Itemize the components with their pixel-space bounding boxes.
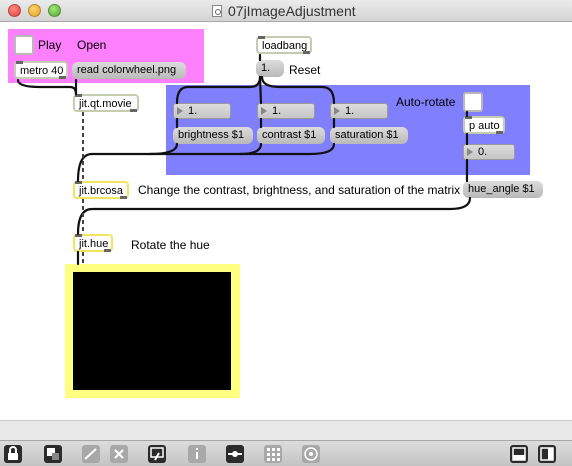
horizontal-scrollbar[interactable] (0, 420, 572, 440)
document-icon (212, 5, 222, 17)
window-titlebar: 07jImageAdjustment (0, 0, 572, 22)
zoom-window-button[interactable] (48, 4, 61, 17)
hue-comment: Rotate the hue (131, 238, 210, 252)
clue-icon[interactable] (302, 445, 320, 463)
contrast-message[interactable]: contrast $1 (257, 127, 325, 144)
patch-cords-icon[interactable] (82, 445, 100, 463)
hue-number[interactable]: 0. (463, 144, 515, 160)
autorotate-toggle[interactable] (463, 92, 483, 112)
p-auto-object[interactable]: p auto (463, 116, 505, 134)
close-x-icon[interactable] (110, 445, 128, 463)
window-title: 07jImageAdjustment (228, 3, 356, 19)
presentation-icon[interactable] (44, 445, 62, 463)
lock-icon[interactable] (4, 445, 22, 463)
saturation-number[interactable]: 1. (330, 103, 388, 119)
object-icon[interactable] (226, 445, 244, 463)
contrast-number[interactable]: 1. (257, 103, 315, 119)
reset-message[interactable]: 1. (256, 60, 284, 77)
brightness-number[interactable]: 1. (173, 103, 231, 119)
edit-icon[interactable] (148, 445, 166, 463)
inspector-icon[interactable] (188, 445, 206, 463)
autorotate-label: Auto-rotate (396, 95, 456, 109)
metro-object[interactable]: metro 40 (14, 61, 68, 79)
brightness-message[interactable]: brightness $1 (173, 127, 253, 144)
reset-label: Reset (289, 63, 321, 77)
saturation-message[interactable]: saturation $1 (330, 127, 408, 144)
jit-pwindow-display[interactable] (65, 264, 240, 398)
jit-hue-object[interactable]: jit.hue (73, 234, 113, 252)
hue-angle-message[interactable]: hue_angle $1 (463, 181, 543, 198)
brcosa-comment: Change the contrast, brightness, and sat… (138, 183, 461, 197)
close-window-button[interactable] (8, 4, 21, 17)
play-label: Play (38, 38, 62, 52)
read-message[interactable]: read colorwheel.png (72, 62, 186, 79)
console-icon[interactable] (510, 445, 528, 463)
open-label: Open (77, 38, 107, 52)
video-display-screen (73, 272, 231, 390)
grid-icon[interactable] (264, 445, 282, 463)
jit-brcosa-object[interactable]: jit.brcosa (73, 181, 129, 199)
play-toggle[interactable] (14, 35, 34, 55)
jit-qt-movie-object[interactable]: jit.qt.movie (73, 94, 139, 112)
sidebar-icon[interactable] (538, 445, 556, 463)
patcher-canvas[interactable]: Play Open metro 40 read colorwheel.png l… (0, 23, 572, 420)
patcher-toolbar (0, 440, 572, 466)
loadbang-object[interactable]: loadbang (256, 36, 312, 54)
minimize-window-button[interactable] (28, 4, 41, 17)
